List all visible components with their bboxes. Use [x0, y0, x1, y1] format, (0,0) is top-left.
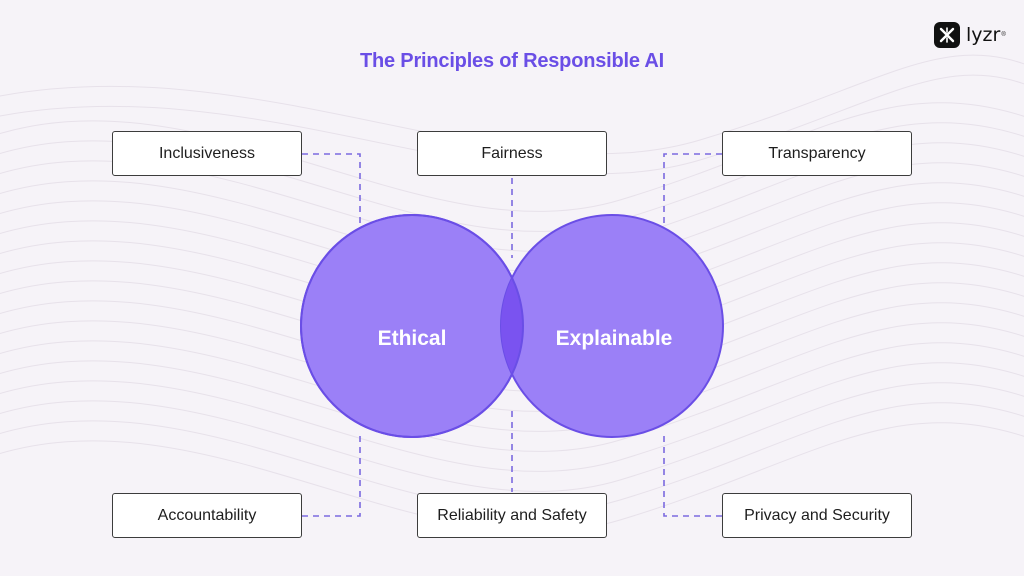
principle-transparency: Transparency: [722, 131, 912, 176]
principle-fairness: Fairness: [417, 131, 607, 176]
lyzr-logo-icon: [934, 22, 960, 48]
logo-trademark: ®: [1001, 32, 1006, 38]
brand-logo: lyzr®: [934, 22, 1006, 48]
principle-accountability: Accountability: [112, 493, 302, 538]
ethical-circle: [300, 214, 524, 438]
connector-transparency: [663, 153, 722, 233]
connector-lines: [302, 153, 722, 517]
principle-inclusiveness: Inclusiveness: [112, 131, 302, 176]
principle-privacy-and-security: Privacy and Security: [722, 493, 912, 538]
page-title: The Principles of Responsible AI: [359, 50, 665, 72]
principle-reliability-and-safety: Reliability and Safety: [417, 493, 607, 538]
explainable-circle: [500, 214, 724, 438]
connector-inclusiveness: [302, 153, 361, 233]
ethical-circle-outline: [300, 214, 524, 438]
ethical-label: Ethical: [378, 327, 447, 350]
explainable-label: Explainable: [556, 327, 673, 350]
connector-privacy: [663, 434, 722, 517]
connector-accountability: [302, 434, 361, 517]
logo-wordmark: lyzr: [966, 24, 1001, 46]
